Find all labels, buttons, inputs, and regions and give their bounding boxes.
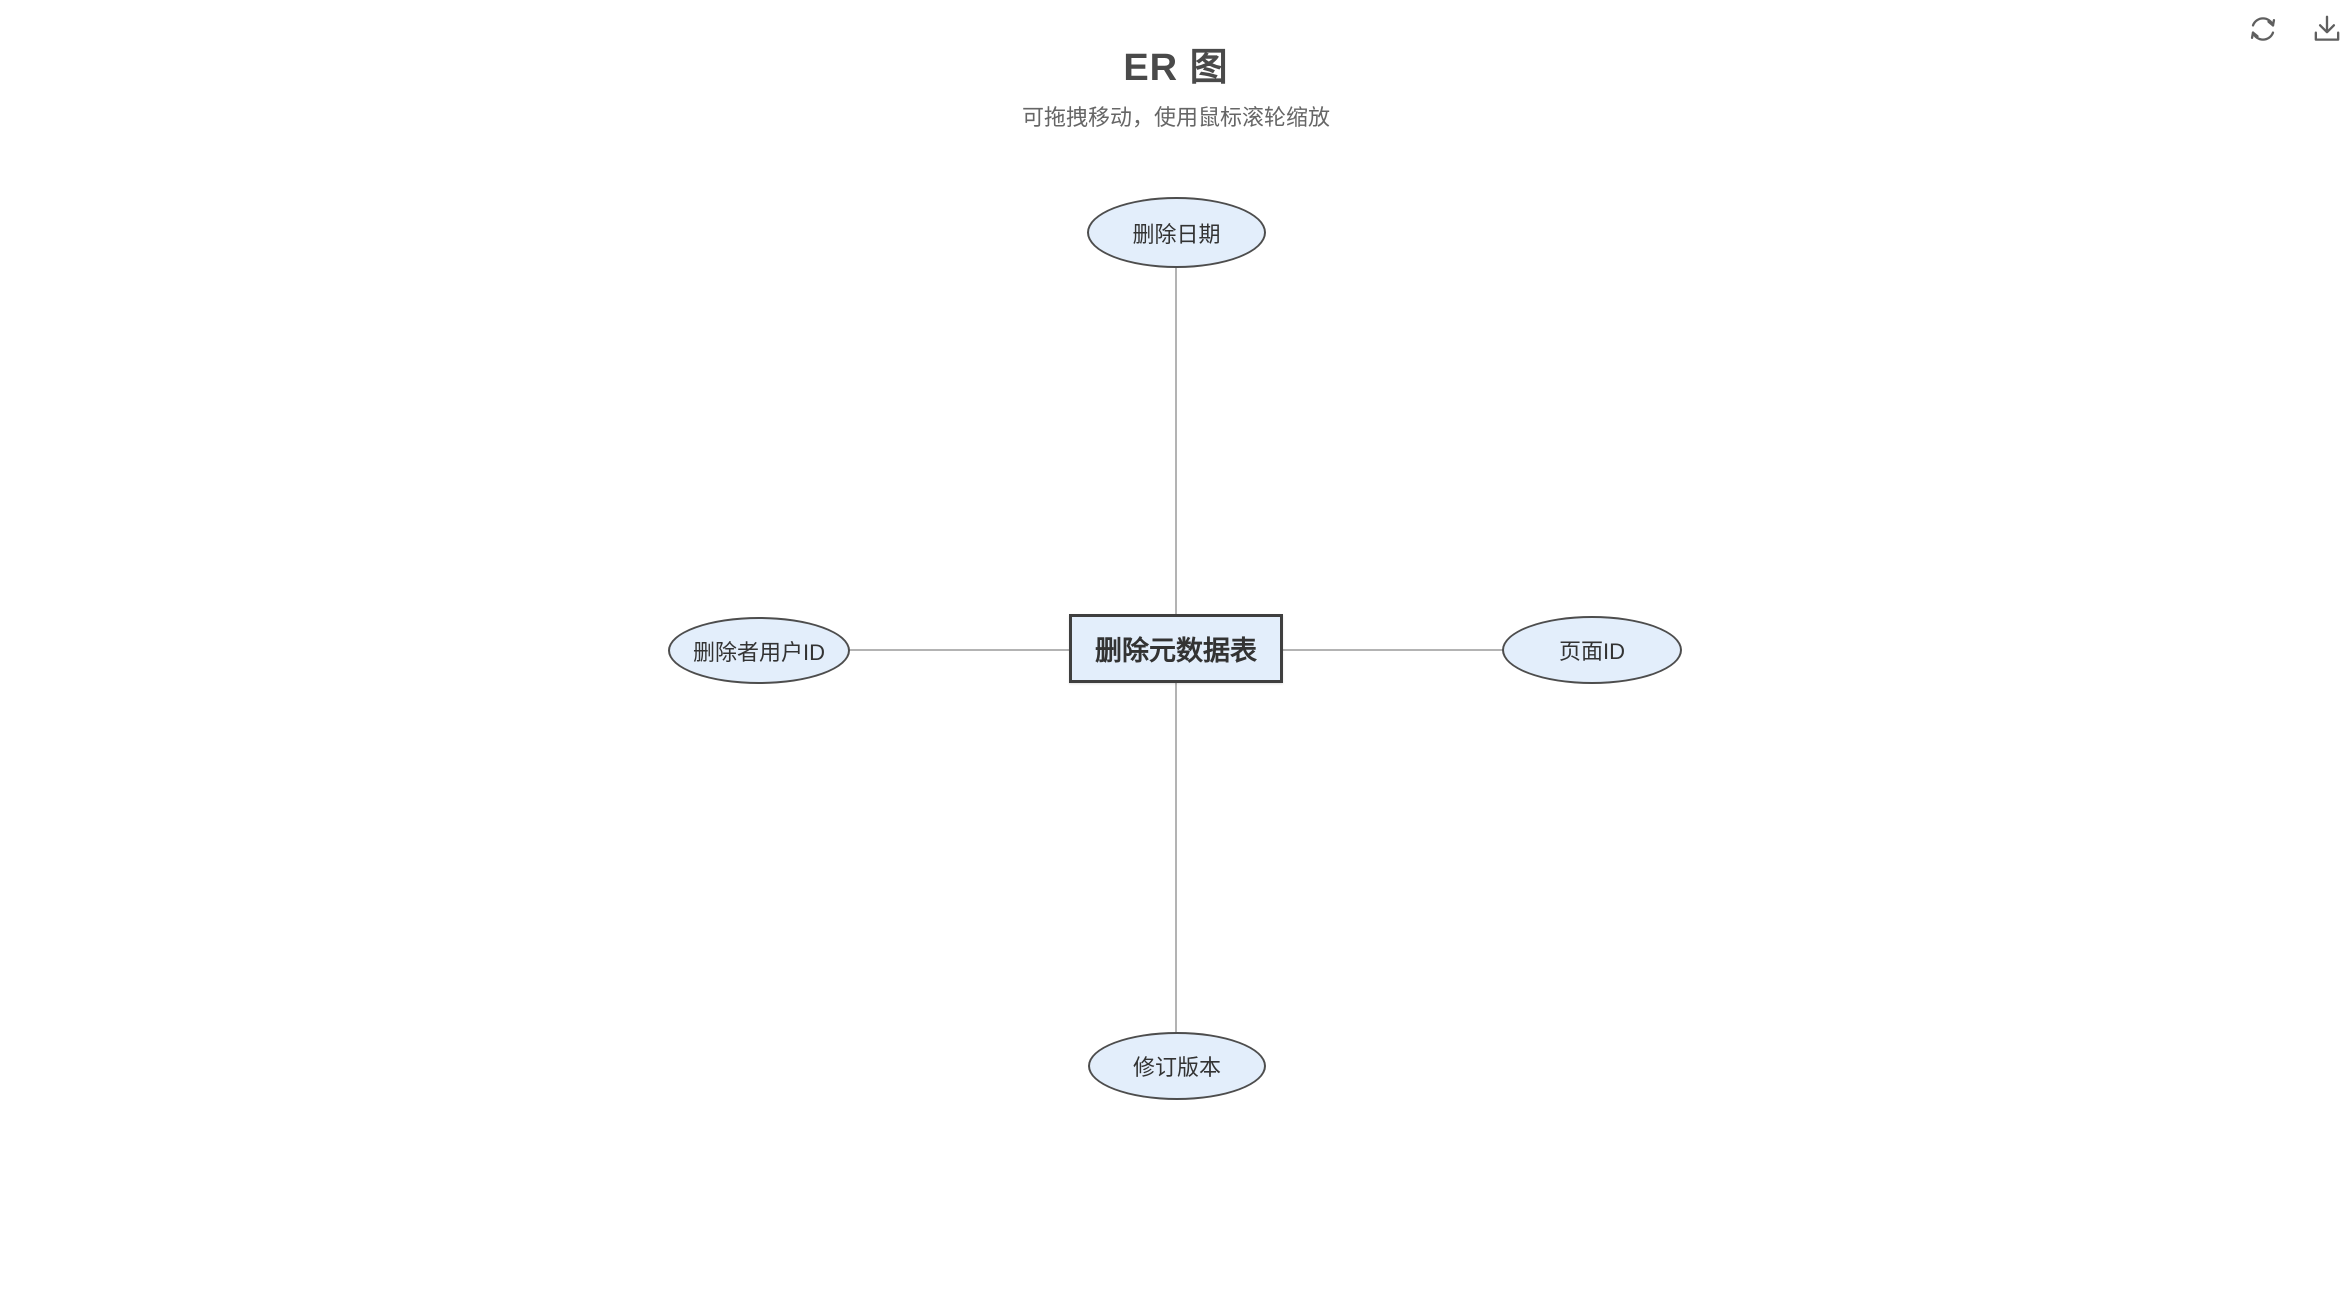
refresh-icon <box>2246 12 2280 46</box>
edge-entity-to-right-attribute <box>1283 649 1503 651</box>
toolbar <box>2244 10 2346 48</box>
attribute-label: 页面ID <box>1558 639 1625 664</box>
download-icon <box>2310 12 2344 46</box>
attribute-label: 删除日期 <box>1132 221 1221 247</box>
edge-entity-to-left-attribute <box>849 649 1069 651</box>
attribute-node-delete-date[interactable]: 删除日期 <box>1087 197 1266 268</box>
attribute-node-page-id[interactable]: 页面ID <box>1502 616 1682 684</box>
download-button[interactable] <box>2308 10 2346 48</box>
page-subtitle: 可拖拽移动，使用鼠标滚轮缩放 <box>1021 105 1330 130</box>
entity-node-deleted-metadata-table[interactable]: 删除元数据表 <box>1069 614 1283 683</box>
attribute-node-revision[interactable]: 修订版本 <box>1088 1032 1266 1100</box>
page-title: ER 图 <box>1123 47 1229 89</box>
attribute-node-deleter-user-id[interactable]: 删除者用户ID <box>668 617 850 684</box>
edge-entity-to-top-attribute <box>1175 266 1177 614</box>
attribute-label: 删除者用户ID <box>692 639 825 665</box>
attribute-label: 修订版本 <box>1132 1055 1221 1080</box>
refresh-button[interactable] <box>2244 10 2282 48</box>
edge-entity-to-bottom-attribute <box>1175 683 1177 1033</box>
entity-label: 删除元数据表 <box>1095 636 1257 666</box>
